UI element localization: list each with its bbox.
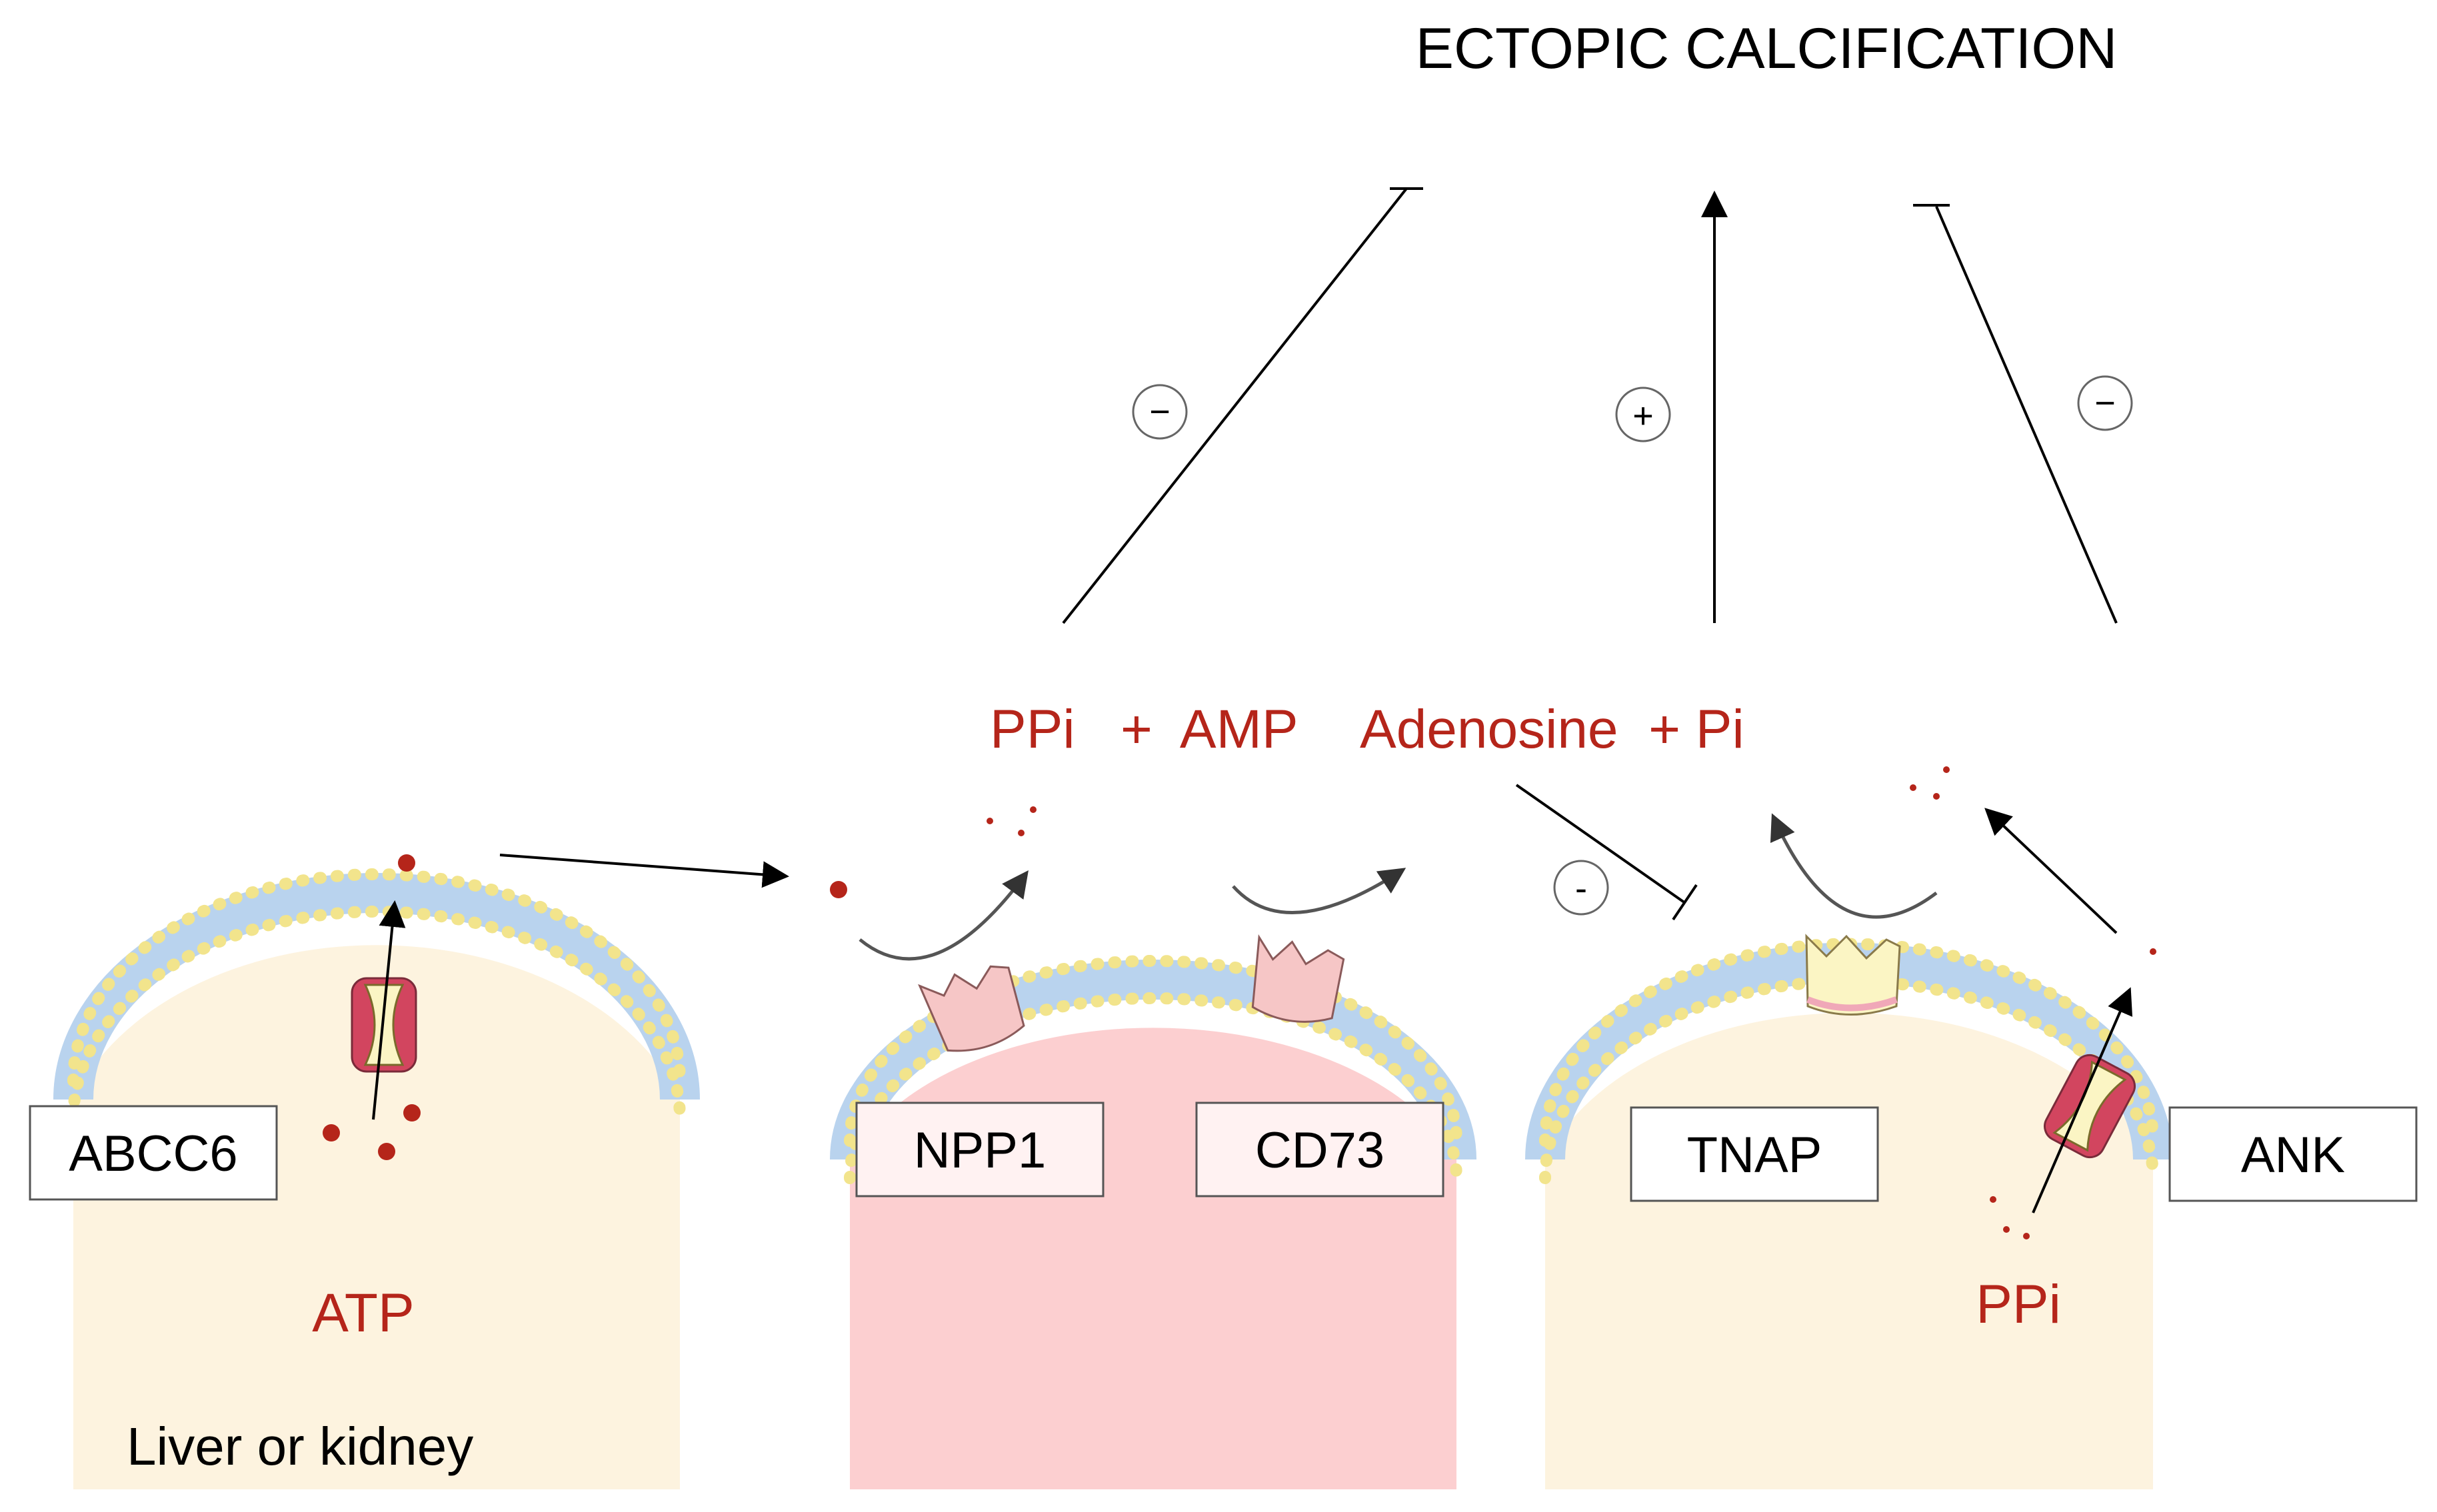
- abcc6-label-box: [29, 1105, 278, 1201]
- ppi-dot-inside: [1990, 1196, 1996, 1203]
- abcc6-channel-icon: [351, 977, 417, 1073]
- cd73-enzyme-icon: [1251, 934, 1345, 1023]
- ppi-dot: [1018, 830, 1025, 836]
- ppi-dot-inside: [2023, 1233, 2030, 1239]
- atp-to-npp1-arrow: [499, 854, 789, 888]
- cell-cytoplasm-right: [1545, 1012, 2153, 1489]
- cd73-reaction-arrow: [1232, 868, 1406, 915]
- pi-dot: [1943, 766, 1950, 773]
- sign-ank-ppi-inhibit: −: [2077, 375, 2133, 431]
- tnap-reaction-arrow: [1770, 813, 1938, 919]
- tnap-enzyme-icon: [1805, 934, 1901, 1016]
- liver-kidney-cell: ABCC6 ATP Liver or kidney: [29, 854, 700, 1489]
- pi-dot: [1933, 793, 1940, 800]
- plus-sign: +: [1632, 396, 1654, 436]
- atp-dot-inside: [378, 1143, 395, 1160]
- pi-dot: [1910, 784, 1916, 791]
- sign-ppi-inhibit: −: [1132, 384, 1188, 440]
- abcc6-label: ABCC6: [69, 1126, 237, 1182]
- membrane-middle: [830, 955, 1476, 1184]
- adenosine-inhibits-tnap-line: [1515, 784, 1686, 904]
- tnap-label-box: [1630, 1106, 1879, 1202]
- atp-dot-inside: [323, 1124, 340, 1141]
- tnap-inhibit-bar: [1672, 884, 1698, 921]
- cell-caption: Liver or kidney: [127, 1417, 473, 1476]
- npp1-enzyme-icon: [918, 965, 1025, 1052]
- ppi-dot: [1030, 806, 1037, 813]
- sign-adenosine-promote: +: [1615, 386, 1671, 442]
- atp-dot-substrate: [830, 881, 847, 898]
- minus-sign: -: [1575, 868, 1587, 908]
- diagram-title: ECTOPIC CALCIFICATION: [1416, 17, 2118, 81]
- ank-label: ANK: [2241, 1127, 2345, 1183]
- atp-label: ATP: [312, 1283, 414, 1343]
- npp1-cd73-cell: NPP1 CD73: [830, 806, 1476, 1489]
- ppi-dot-inside: [2003, 1226, 2010, 1233]
- ppi-intracellular-label: PPi: [1976, 1274, 2061, 1335]
- ppi-inhibits-calcification-line: [1062, 187, 1408, 624]
- tnap-ank-cell: TNAP ANK PPi: [1525, 766, 2418, 1489]
- ppi-dot: [987, 818, 993, 824]
- ank-label-box: [2168, 1106, 2418, 1202]
- ppi-amp-label: PPi + AMP: [990, 699, 1298, 760]
- minus-sign: −: [2094, 383, 2116, 423]
- membrane-left: [53, 868, 700, 1124]
- ank-ppi-inhibits-calcification-line: [1935, 206, 2118, 624]
- adenosine-pi-label: Adenosine + Pi: [1360, 699, 1744, 760]
- atp-dot-outside: [398, 854, 415, 872]
- npp1-reaction-arrow: [859, 870, 1029, 961]
- sign-tnap-inhibit: -: [1553, 860, 1609, 916]
- cell-cytoplasm-middle: [850, 1028, 1456, 1489]
- tnap-label: TNAP: [1687, 1127, 1822, 1183]
- ppi-dot-outside: [2150, 948, 2156, 955]
- cd73-label-box: [1195, 1102, 1444, 1197]
- cell-cytoplasm-left: [73, 945, 680, 1489]
- atp-export-arrow: [372, 900, 406, 1120]
- npp1-label: NPP1: [914, 1122, 1047, 1179]
- minus-sign: −: [1149, 392, 1171, 432]
- regulation-lines: [1062, 187, 2118, 921]
- atp-dot-inside: [403, 1104, 421, 1122]
- npp1-label-box: [855, 1102, 1105, 1197]
- cd73-label: CD73: [1255, 1122, 1384, 1179]
- ppi-export-arrow: [2032, 987, 2133, 1213]
- ppi-to-extracellular-arrow: [1984, 808, 2118, 934]
